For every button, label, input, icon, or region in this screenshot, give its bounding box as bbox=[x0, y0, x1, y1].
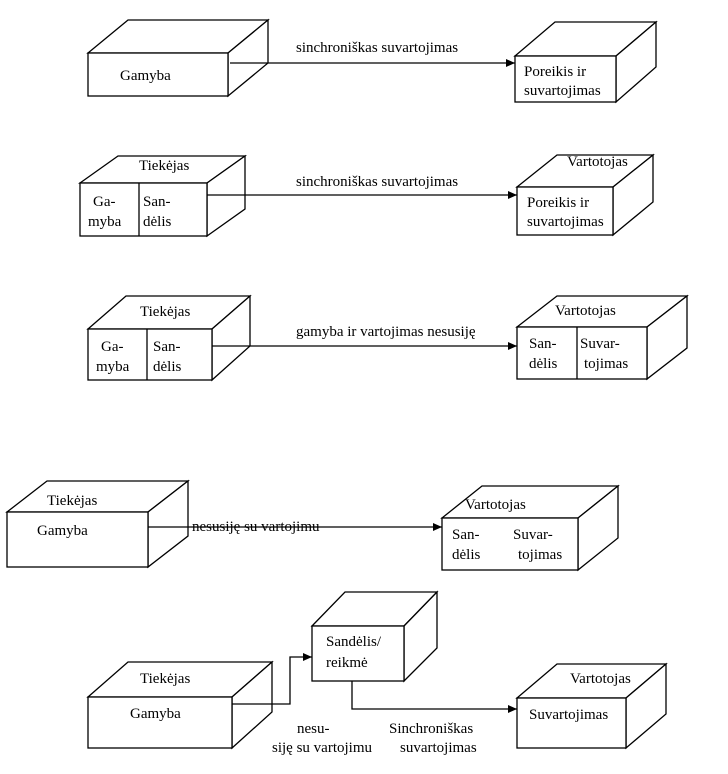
row-4-left-box-top-label: Tiekėjas bbox=[47, 493, 97, 509]
row-3-right-box-cell-1-line-2: dėlis bbox=[529, 356, 557, 372]
row-4-connector: nesusiję su vartojimu bbox=[148, 519, 442, 535]
row-3-left-box-cell-1-line-2: myba bbox=[96, 359, 130, 375]
row-2: Tiekėjas Ga- myba San- dėlis sinchronišk… bbox=[77, 153, 655, 238]
row-2-right-box-label-2: suvartojimas bbox=[527, 214, 604, 230]
row-5: Tiekėjas Gamyba Sandėlis/ reikmė nesu- s… bbox=[86, 590, 668, 756]
row-3-right-box-top-label: Vartotojas bbox=[555, 303, 616, 319]
row-3-right-box-cell-2-line-2: tojimas bbox=[584, 356, 628, 372]
row-5-arrow-label-1: Sinchroniškas bbox=[389, 721, 473, 737]
row-5-left-box-label: Gamyba bbox=[130, 706, 181, 722]
row-4-right-box-cell-1-line-2: dėlis bbox=[452, 547, 480, 563]
row-2-right-box-label-1: Poreikis ir bbox=[527, 195, 589, 211]
row-2-arrow-label: sinchroniškas suvartojimas bbox=[296, 174, 458, 190]
row-3-left-box-cell-2-line-1: San- bbox=[153, 339, 181, 355]
row-1-right-box-label-1: Poreikis ir bbox=[524, 64, 586, 80]
row-2-left-box-cell-2-line-2: dėlis bbox=[143, 214, 171, 230]
row-1: Gamyba sinchroniškas suvartojimas Poreik… bbox=[86, 18, 658, 104]
row-4-right-box-cell-2-line-1: Suvar- bbox=[513, 527, 553, 543]
row-3-right-box-cell-2-line-1: Suvar- bbox=[580, 336, 620, 352]
row-4-right-box: Vartotojas San- dėlis Suvar- tojimas bbox=[440, 484, 620, 572]
row-2-left-box-top-label: Tiekėjas bbox=[139, 158, 189, 174]
row-4-left-box: Tiekėjas Gamyba bbox=[5, 479, 190, 569]
row-4-right-box-cell-1-line-1: San- bbox=[452, 527, 480, 543]
row-5-left-box-top-label: Tiekėjas bbox=[140, 671, 190, 687]
row-4-arrow-label: nesusiję su vartojimu bbox=[192, 519, 320, 535]
row-1-arrow-label: sinchroniškas suvartojimas bbox=[296, 40, 458, 56]
row-2-left-box-cell-2-line-1: San- bbox=[143, 194, 171, 210]
row-5-left-box: Tiekėjas Gamyba bbox=[86, 660, 274, 750]
row-5-middle-box-label-1: Sandėlis/ bbox=[326, 634, 382, 650]
row-5-lower-label-1: nesu- bbox=[297, 721, 330, 737]
row-5-connector-to-consumer bbox=[351, 681, 517, 713]
row-3-arrow-label: gamyba ir vartojimas nesusiję bbox=[296, 324, 476, 340]
row-2-left-box-cell-1-line-2: myba bbox=[88, 214, 122, 230]
row-5-lower-label-2: siję su vartojimu bbox=[272, 740, 372, 756]
row-4: Tiekėjas Gamyba nesusiję su vartojimu Va… bbox=[5, 479, 620, 572]
row-3-left-box: Tiekėjas Ga- myba San- dėlis bbox=[86, 294, 252, 382]
row-4-right-box-top-label: Vartotojas bbox=[465, 497, 526, 513]
row-3-left-box-cell-1-line-1: Ga- bbox=[101, 339, 124, 355]
row-3-left-box-cell-2-line-2: dėlis bbox=[153, 359, 181, 375]
row-3-connector: gamyba ir vartojimas nesusiję bbox=[212, 324, 517, 350]
row-3-right-box-cell-1-line-1: San- bbox=[529, 336, 557, 352]
row-1-right-box: Poreikis ir suvartojimas bbox=[513, 20, 658, 104]
row-5-right-box: Vartotojas Suvartojimas bbox=[515, 662, 668, 750]
row-5-right-box-top-label: Vartotojas bbox=[570, 671, 631, 687]
row-5-arrow-label-2: suvartojimas bbox=[400, 740, 477, 756]
row-1-connector: sinchroniškas suvartojimas bbox=[230, 40, 515, 67]
row-2-right-box-top-label: Vartotojas bbox=[567, 154, 628, 170]
row-2-right-box: Vartotojas Poreikis ir suvartojimas bbox=[515, 153, 655, 237]
row-1-right-box-label-2: suvartojimas bbox=[524, 83, 601, 99]
row-1-left-box: Gamyba bbox=[86, 18, 270, 98]
row-1-left-box-label: Gamyba bbox=[120, 68, 171, 84]
row-2-connector: sinchroniškas suvartojimas bbox=[207, 174, 517, 199]
row-5-middle-box: Sandėlis/ reikmė bbox=[310, 590, 439, 683]
row-2-left-box: Tiekėjas Ga- myba San- dėlis bbox=[77, 154, 248, 238]
row-3: Tiekėjas Ga- myba San- dėlis gamyba ir v… bbox=[86, 294, 689, 382]
row-4-left-box-label: Gamyba bbox=[37, 523, 88, 539]
row-3-left-box-top-label: Tiekėjas bbox=[140, 304, 190, 320]
row-4-right-box-cell-2-line-2: tojimas bbox=[518, 547, 562, 563]
row-5-middle-box-label-2: reikmė bbox=[326, 655, 368, 671]
row-5-connector-to-warehouse bbox=[232, 653, 312, 705]
row-3-right-box: Vartotojas San- dėlis Suvar- tojimas bbox=[515, 294, 689, 381]
row-5-right-box-label: Suvartojimas bbox=[529, 707, 608, 723]
row-2-left-box-cell-1-line-1: Ga- bbox=[93, 194, 116, 210]
